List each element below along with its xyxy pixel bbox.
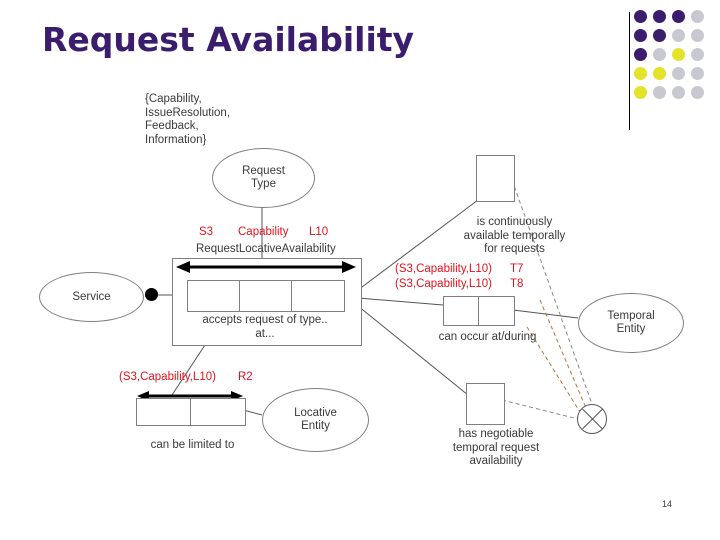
title-divider: [629, 12, 630, 130]
r2-role-box-2: [190, 398, 246, 426]
grid-dot: [634, 48, 647, 61]
grid-dot: [691, 29, 704, 42]
grid-dot: [653, 48, 666, 61]
entity-temporal-label: Temporal Entity: [607, 310, 655, 335]
grid-dot: [653, 86, 666, 99]
t7-role-box-2: [478, 296, 515, 326]
label-s3: S3: [199, 226, 214, 238]
caption-can-be-limited-to: can be limited to: [150, 439, 235, 451]
grid-dot: [672, 86, 685, 99]
entity-locative: Locative Entity: [262, 388, 369, 452]
grid-dot: [634, 10, 647, 23]
grid-dot: [653, 67, 666, 80]
grid-dot: [634, 67, 647, 80]
role-box-2: [239, 280, 293, 312]
grid-dot: [691, 10, 704, 23]
r2-role-box-1: [136, 398, 192, 426]
role-box-1: [187, 280, 241, 312]
label-t8-tag: (S3,Capability,L10): [395, 278, 492, 290]
decorative-dot-grid: [634, 10, 714, 105]
exclusion-constraint-icon: [577, 404, 607, 434]
objectified-square-bottom: [466, 383, 505, 425]
label-t8-code: T8: [510, 278, 524, 290]
entity-temporal: Temporal Entity: [578, 293, 684, 353]
label-l10: L10: [309, 226, 329, 238]
grid-dot: [634, 29, 647, 42]
service-connector-dot: [145, 288, 158, 301]
page-title: Request Availability: [42, 20, 415, 59]
caption-negotiable-availability: has negotiable temporal request availabi…: [452, 428, 540, 467]
label-r2-code: R2: [238, 371, 253, 383]
caption-accepts-request: accepts request of type.. at...: [202, 314, 328, 340]
label-capability: Capability: [238, 226, 289, 238]
label-relation-name: RequestLocativeAvailability: [196, 243, 336, 255]
entity-request-type: Request Type: [212, 148, 315, 208]
objectified-square-top: [476, 155, 515, 202]
grid-dot: [691, 48, 704, 61]
grid-dot: [672, 67, 685, 80]
page-number: 14: [661, 499, 672, 509]
entity-locative-label: Locative Entity: [294, 407, 337, 432]
uniqueness-arrow-bar: [176, 261, 356, 273]
label-t7-code: T7: [510, 263, 524, 275]
label-r2-tag: (S3,Capability,L10): [119, 371, 216, 383]
grid-dot: [634, 86, 647, 99]
grid-dot: [691, 86, 704, 99]
entity-service-label: Service: [72, 290, 111, 303]
grid-dot: [672, 29, 685, 42]
grid-dot: [653, 10, 666, 23]
grid-dot: [672, 10, 685, 23]
grid-dot: [672, 48, 685, 61]
label-t7-tag: (S3,Capability,L10): [395, 263, 492, 275]
t7-role-box-1: [443, 296, 480, 326]
caption-continuously-available: is continuously available temporally for…: [463, 216, 566, 255]
grid-dot: [691, 67, 704, 80]
grid-dot: [653, 29, 666, 42]
entity-request-type-label: Request Type: [242, 165, 285, 190]
role-box-3: [291, 280, 345, 312]
set-note: {Capability, IssueResolution, Feedback, …: [145, 93, 231, 146]
entity-service: Service: [39, 272, 144, 322]
caption-can-occur-at-during: can occur at/during: [438, 331, 537, 343]
